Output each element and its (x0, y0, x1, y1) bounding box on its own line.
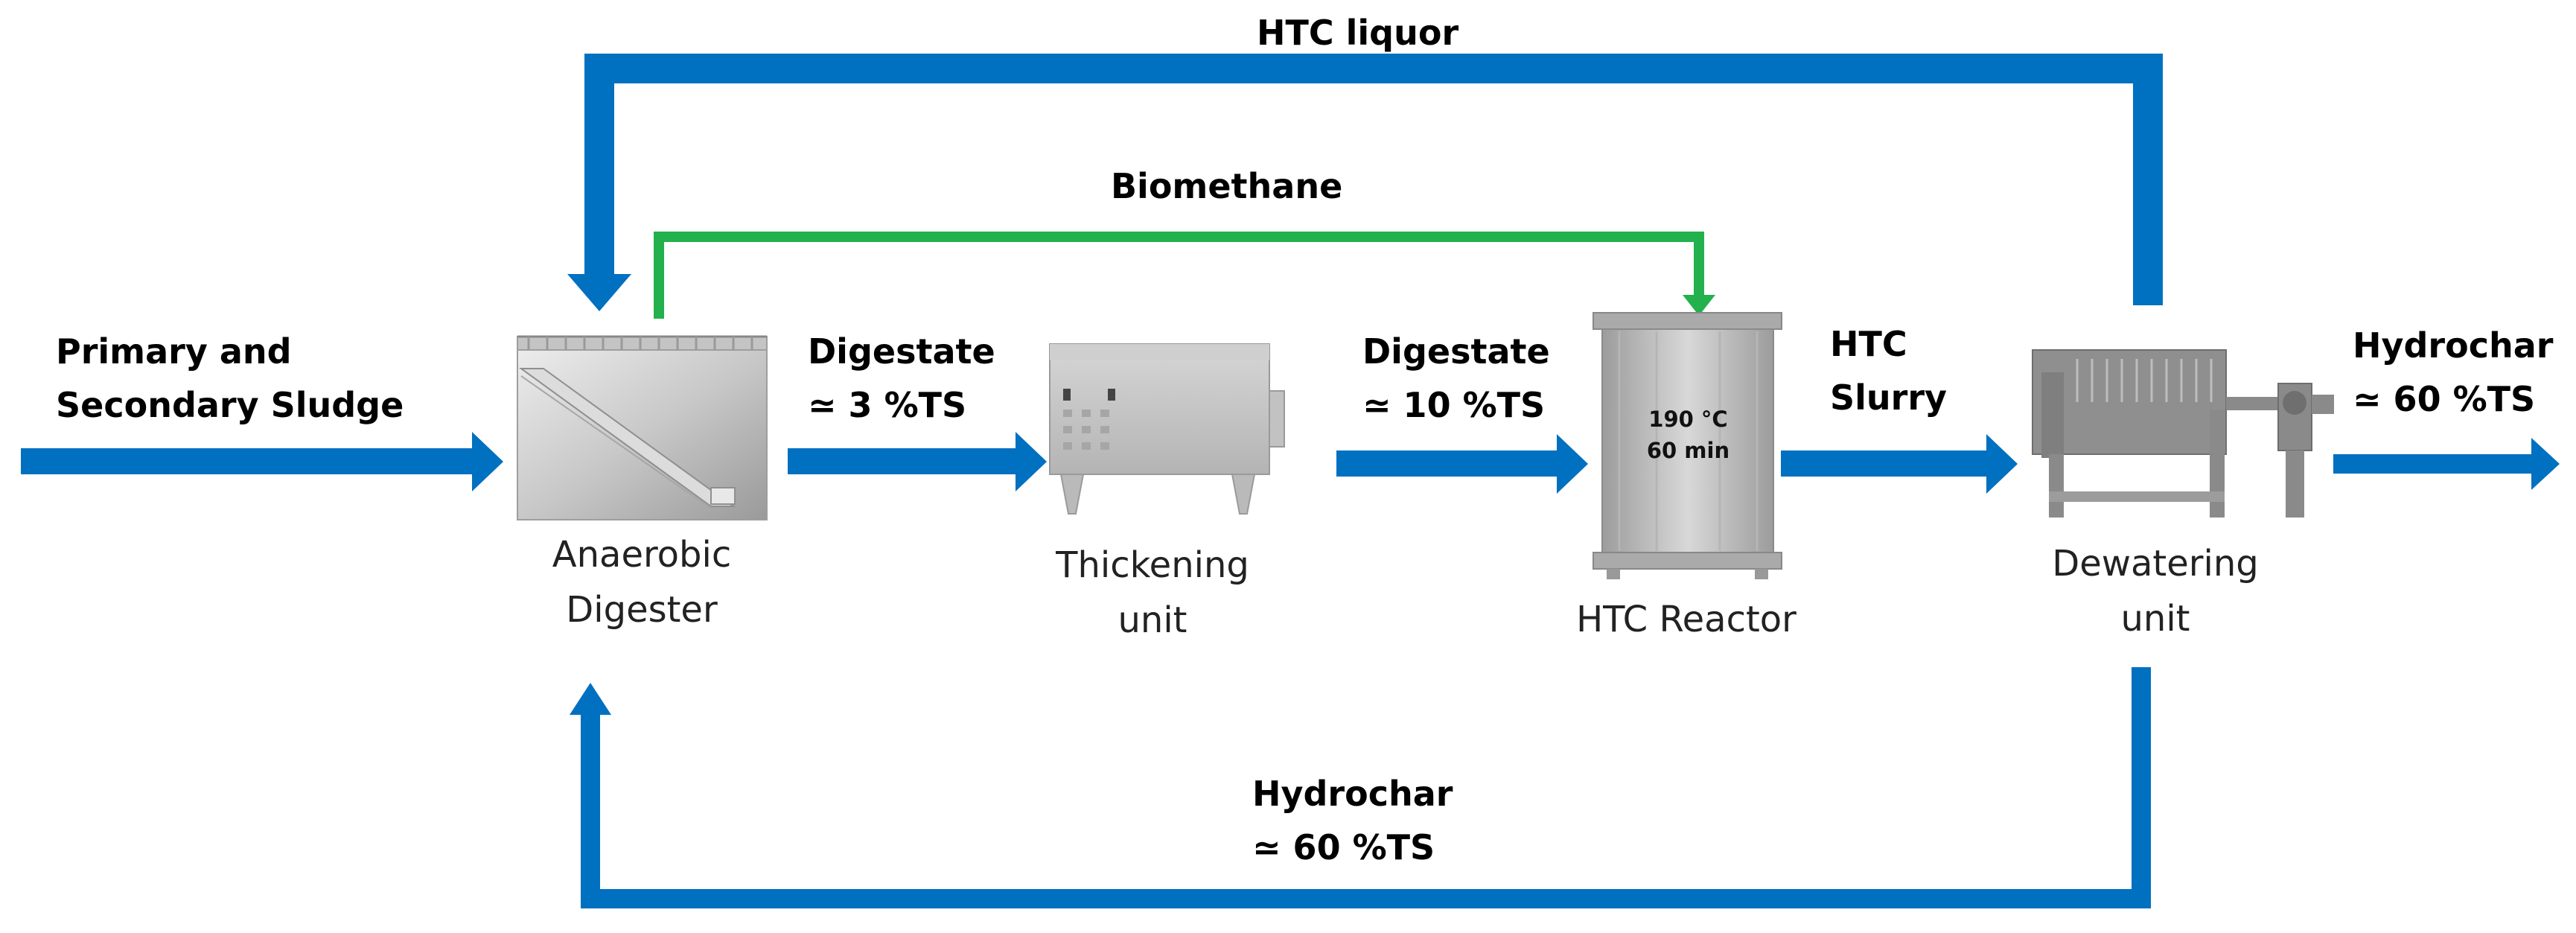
htc-liquor-label: HTC liquor (1257, 13, 1459, 53)
htc-reactor-conditions: 190 °C 60 min (1623, 404, 1753, 466)
biomethane-label: Biomethane (1111, 166, 1343, 206)
feed-sludge-label: Primary and Secondary Sludge (56, 331, 404, 425)
dewatering-unit-label: Dewatering unit (2052, 543, 2259, 640)
biomethane-arrowhead (1683, 295, 1715, 316)
biomethane-line (654, 232, 1704, 319)
hydrochar-recycle-line (581, 667, 2151, 908)
digestate-arrow-1 (788, 432, 1047, 491)
hydrochar-recycle-arrowhead (570, 683, 611, 715)
feed-arrow (21, 432, 503, 491)
hydrochar-output-arrow (2333, 438, 2560, 490)
anaerobic-digester-icon (517, 335, 768, 520)
htc-liquor-arrowhead (567, 274, 631, 311)
digestate-10ts-label: Digestate ≃ 10 %TS (1362, 331, 1550, 425)
thickening-unit-icon (1049, 343, 1285, 515)
htc-reactor-label: HTC Reactor (1576, 599, 1796, 640)
dewatering-unit-icon (2032, 349, 2334, 518)
htc-liquor-line (584, 54, 2163, 305)
reactor-temperature: 190 °C (1648, 407, 1728, 432)
reactor-time: 60 min (1646, 438, 1730, 463)
hydrochar-recycle-label: Hydrochar ≃ 60 %TS (1252, 774, 1453, 867)
thickening-unit-label: Thickening unit (1056, 544, 1249, 641)
anaerobic-digester-label: Anaerobic Digester (552, 534, 732, 631)
digestate-3ts-label: Digestate ≃ 3 %TS (808, 331, 995, 425)
hydrochar-output-label: Hydrochar ≃ 60 %TS (2353, 325, 2554, 419)
digestate-arrow-2 (1336, 434, 1588, 494)
htc-slurry-label: HTC Slurry (1830, 324, 1948, 418)
htc-reactor-icon (1593, 312, 1782, 579)
htc-slurry-arrow (1781, 434, 2018, 494)
